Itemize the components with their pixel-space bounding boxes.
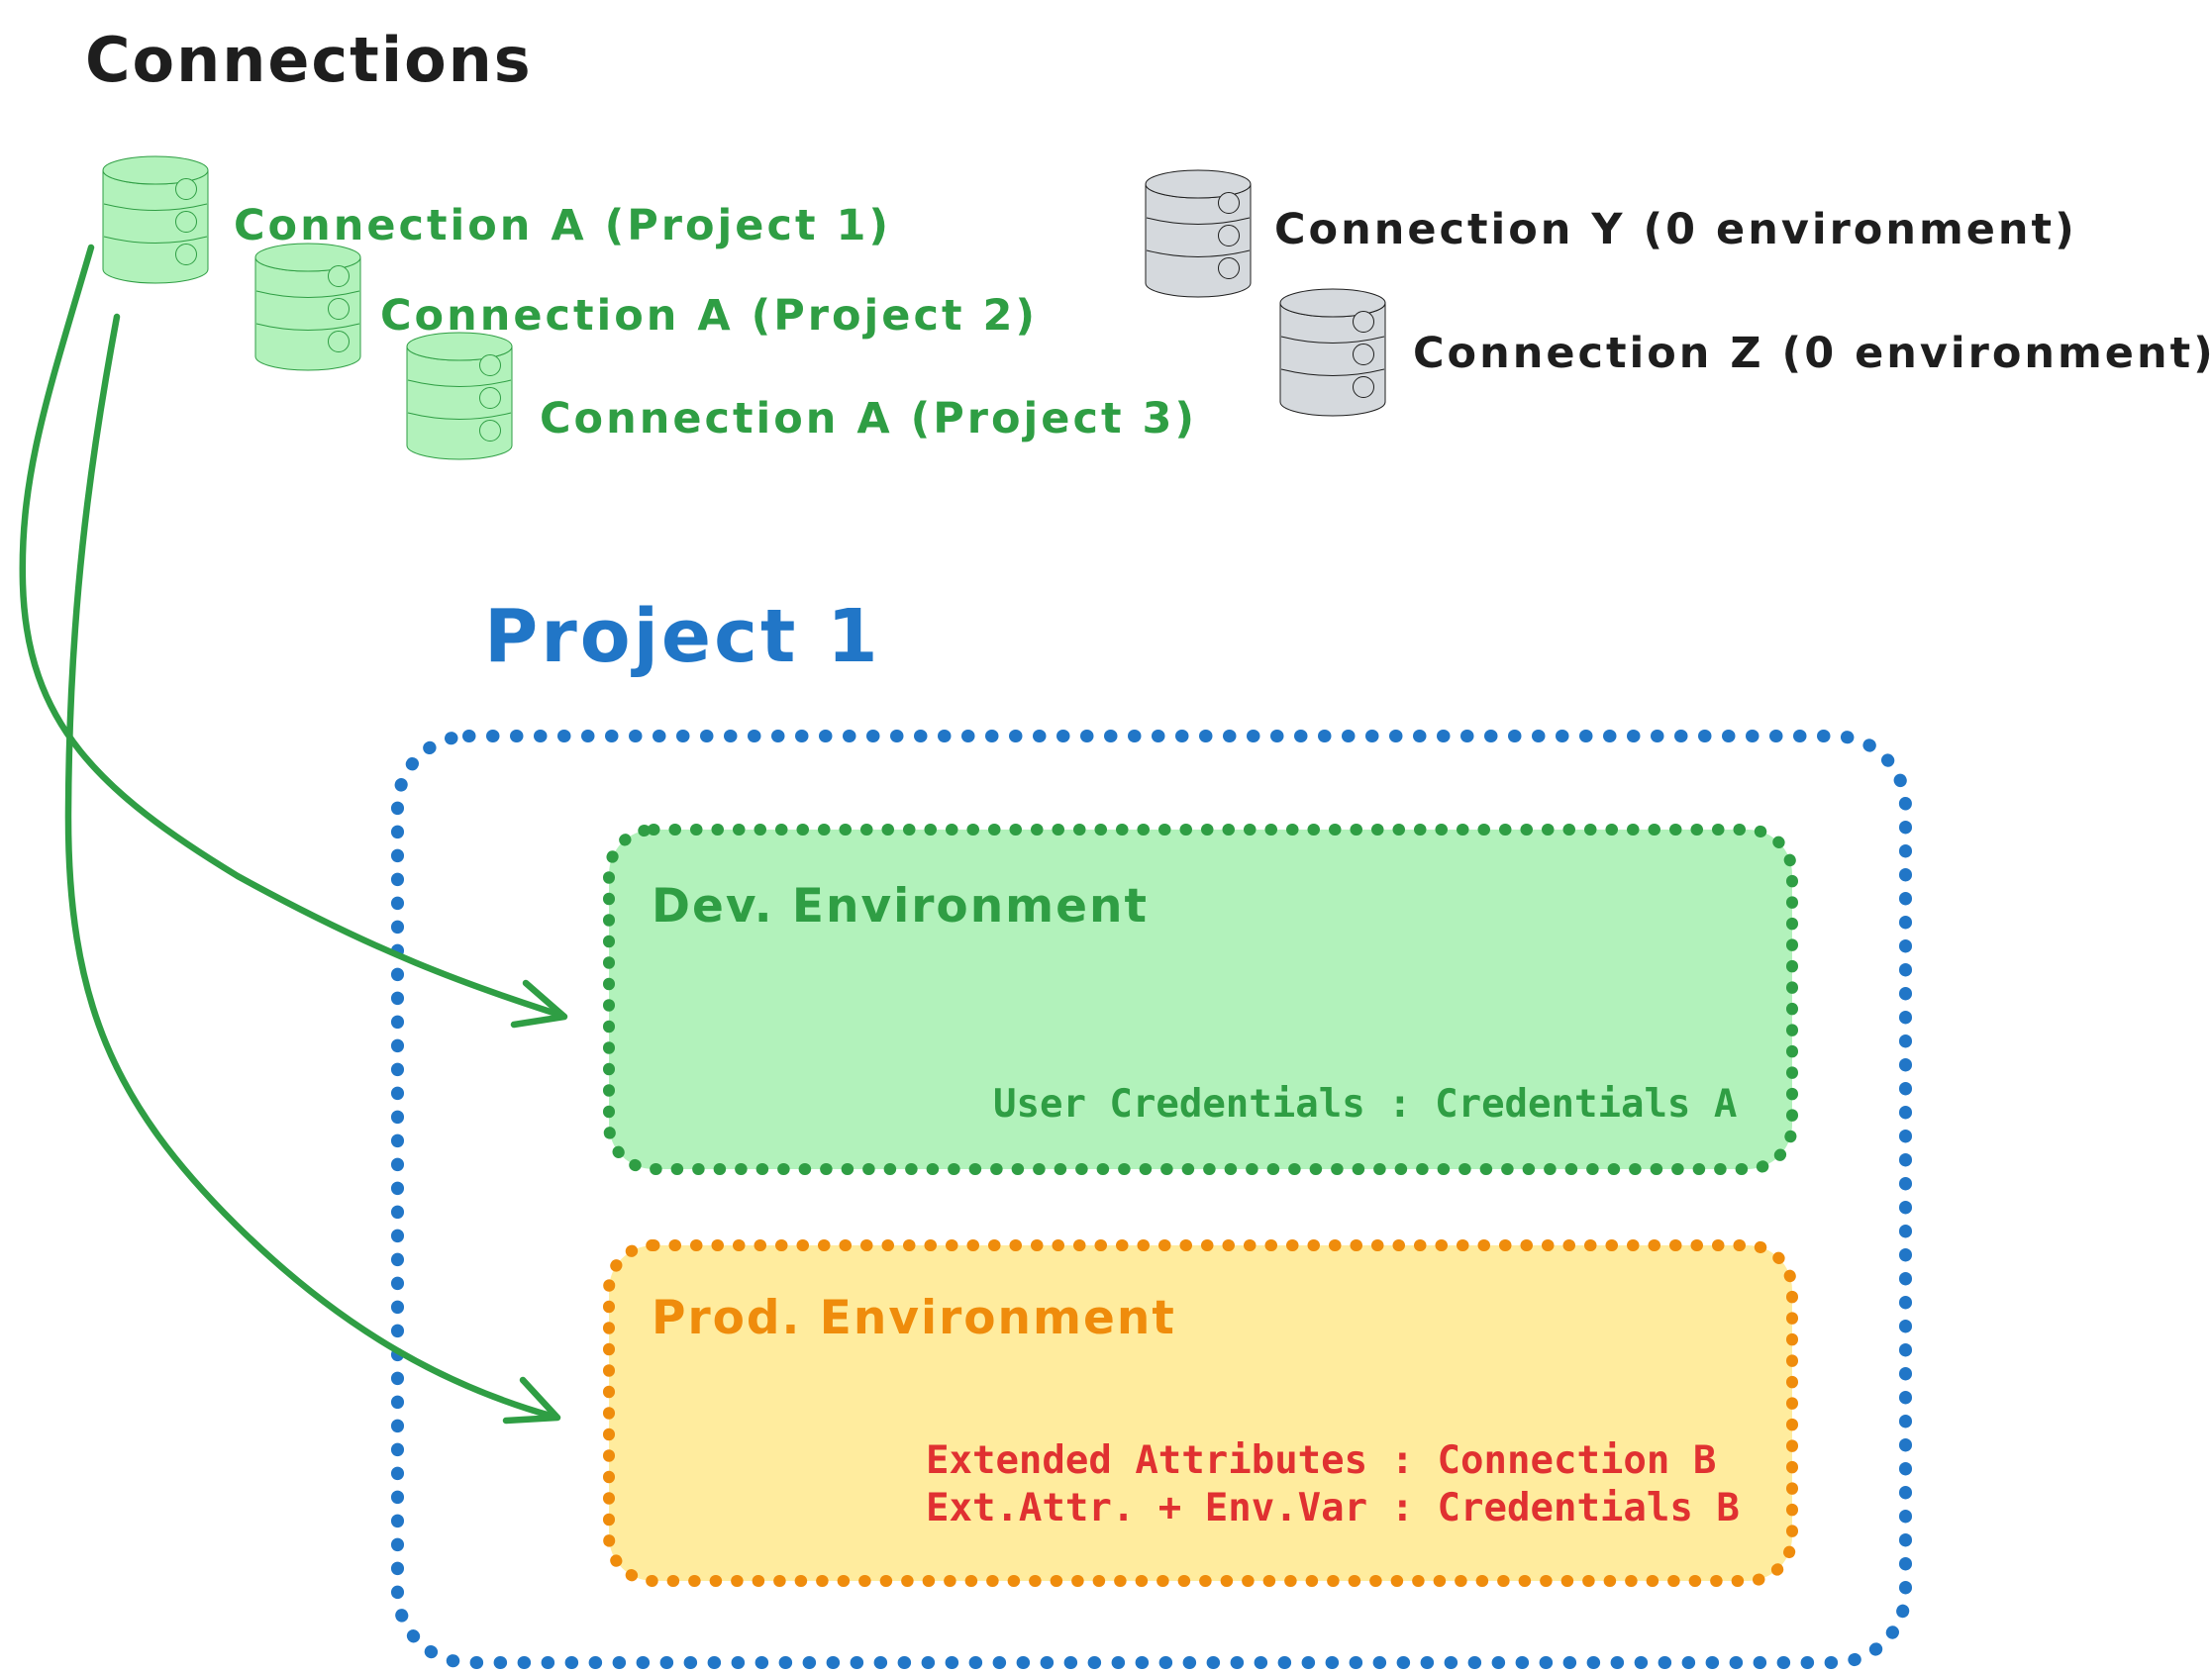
database-icon xyxy=(102,155,209,284)
arrow-to-dev-environment xyxy=(19,244,568,1029)
database-icon xyxy=(254,243,361,371)
prod-environment-box xyxy=(603,1239,1798,1587)
prod-environment-title: Prod. Environment xyxy=(652,1291,1176,1345)
prod-credentials-text: Extended Attributes : Connection B Ext.A… xyxy=(926,1437,1740,1532)
arrowhead-icon xyxy=(510,979,568,1029)
dev-environment-title: Dev. Environment xyxy=(652,879,1149,934)
dev-credentials-text: User Credentials : Credentials A xyxy=(993,1082,1738,1127)
arrowhead-icon xyxy=(502,1376,561,1425)
connection-a-project-2-label: Connection A (Project 2) xyxy=(380,291,1039,341)
dev-environment-box xyxy=(603,824,1798,1175)
project-1-box xyxy=(391,730,1912,1669)
connections-title: Connections xyxy=(85,24,533,96)
prod-credentials-line-1: Extended Attributes : Connection B xyxy=(926,1438,1717,1483)
arrow-to-prod-environment xyxy=(64,313,561,1425)
database-icon xyxy=(406,332,513,460)
database-icon xyxy=(1145,169,1252,298)
prod-credentials-line-2: Ext.Attr. + Env.Var : Credentials B xyxy=(926,1486,1740,1530)
project-1-title: Project 1 xyxy=(484,594,881,679)
connection-y-label: Connection Y (0 environment) xyxy=(1274,205,2077,254)
database-icon xyxy=(1279,288,1386,417)
connection-a-project-1-label: Connection A (Project 1) xyxy=(234,201,892,250)
connection-a-project-3-label: Connection A (Project 3) xyxy=(540,394,1198,443)
connection-z-label: Connection Z (0 environment) xyxy=(1413,329,2212,378)
